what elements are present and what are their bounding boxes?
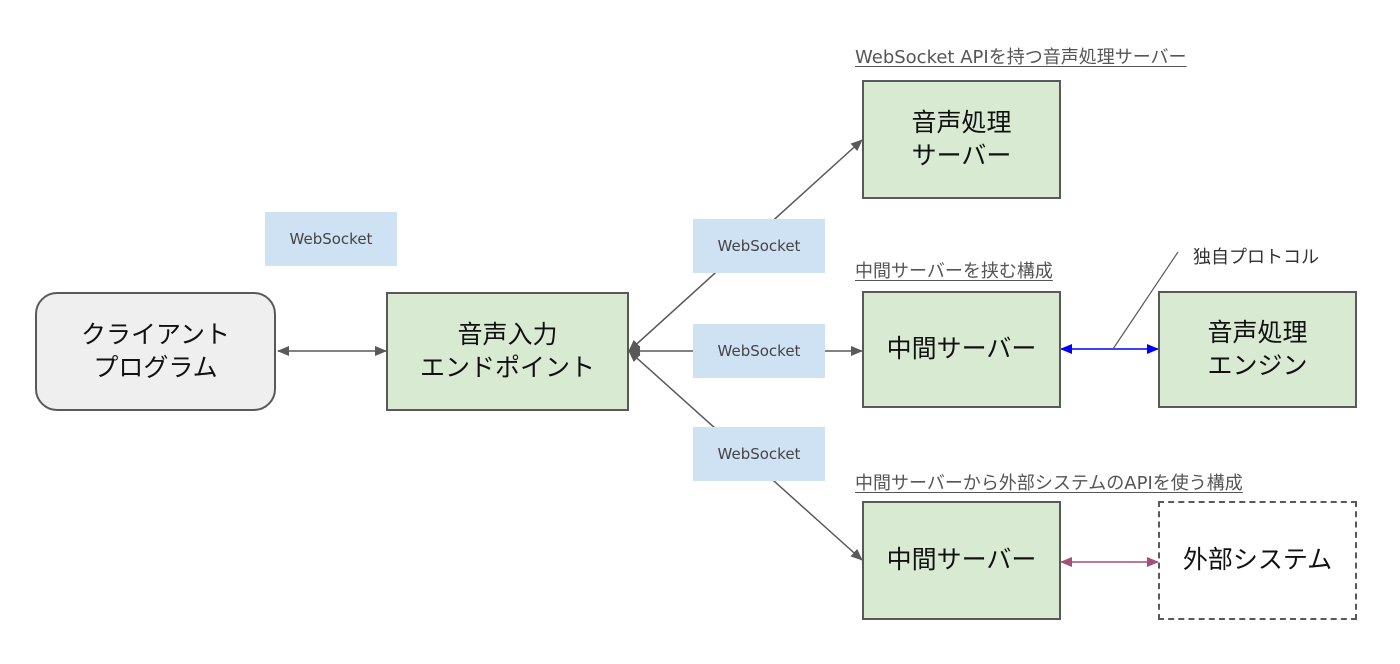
websocket-label-middle-server-2: WebSocket	[693, 427, 825, 481]
middle-server-config-caption: 中間サーバーを挟む構成	[855, 261, 1053, 282]
client-program-node: クライアント プログラム	[35, 292, 276, 411]
proprietary-protocol-label: 独自プロトコル	[1193, 247, 1319, 268]
websocket-api-server-caption: WebSocket APIを持つ音声処理サーバー	[855, 47, 1187, 68]
middle-server-node-1: 中間サーバー	[862, 291, 1061, 408]
websocket-label-audio-server: WebSocket	[693, 219, 825, 273]
middle-server-node-2: 中間サーバー	[862, 501, 1061, 620]
middle-server-label-1: 中間サーバー	[886, 334, 1037, 364]
external-system-label: 外部システム	[1182, 545, 1333, 575]
audio-processing-server-node: 音声処理 サーバー	[862, 80, 1061, 199]
external-system-node: 外部システム	[1158, 501, 1357, 620]
audio-processing-server-label: 音声処理 サーバー	[911, 108, 1012, 170]
external-api-config-caption: 中間サーバーから外部システムのAPIを使う構成	[855, 473, 1243, 494]
audio-input-endpoint-label: 音声入力 エンドポイント	[419, 320, 595, 382]
audio-input-endpoint-node: 音声入力 エンドポイント	[386, 292, 629, 411]
proprietary-protocol-callout-line	[1112, 251, 1179, 350]
audio-processing-engine-node: 音声処理 エンジン	[1158, 291, 1357, 408]
websocket-label-middle-server-1: WebSocket	[693, 324, 825, 378]
middle-server-label-2: 中間サーバー	[886, 545, 1037, 575]
audio-processing-engine-label: 音声処理 エンジン	[1207, 318, 1308, 380]
client-program-label: クライアント プログラム	[80, 320, 230, 382]
websocket-label-client: WebSocket	[265, 212, 397, 266]
